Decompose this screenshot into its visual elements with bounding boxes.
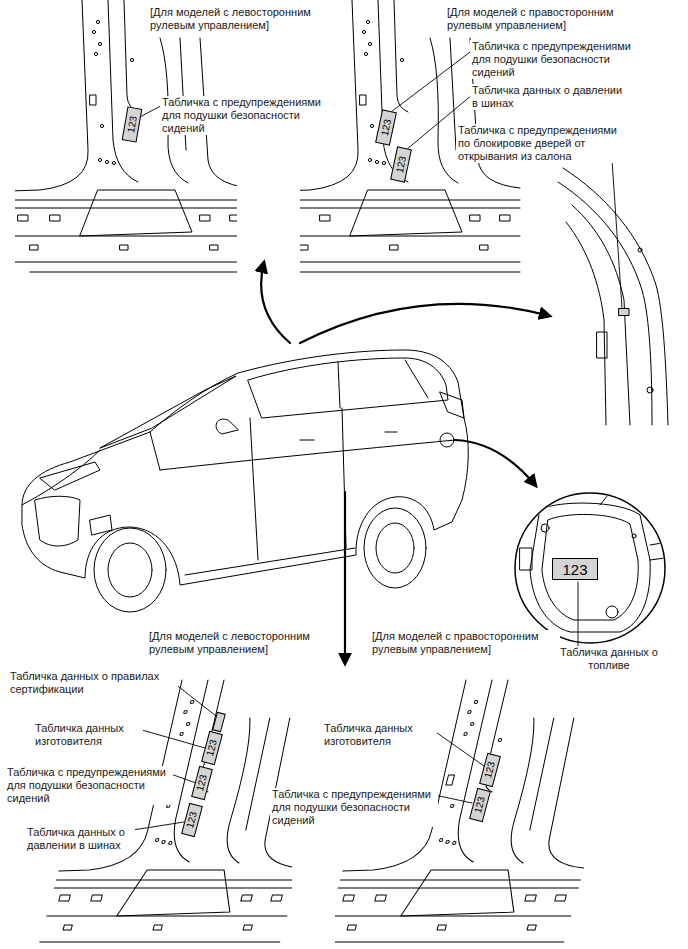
pillar-view [15,0,237,272]
door-view [597,332,607,358]
part-label: Табличка с предупреждениями для подушки … [5,766,173,805]
part-label: Табличка с предупреждениями для подушки … [470,40,638,79]
door-view [558,168,668,425]
variant-heading: [Для моделей с левосторонним рулевым упр… [147,630,332,656]
label-plate: 123 [181,803,203,838]
car [94,528,166,612]
car [185,548,355,575]
label-plate: 123 [469,788,491,823]
part-label: Табличка данных о давлении в шинах [25,826,135,852]
car [364,508,426,588]
car [216,419,238,434]
label-plate: 123 [479,753,501,788]
pointer-arrow [344,492,346,664]
part-label: Табличка с предупреждениями для подушки … [270,788,438,827]
car [250,418,258,560]
part-label: Табличка с предупреждениями по блокировк… [456,124,622,163]
fuel-door-view [606,606,618,618]
car [100,376,236,448]
label-plate: 123 [552,558,598,580]
variant-heading: [Для моделей с правосторонним рулевым уп… [445,6,635,32]
door-view [647,387,653,393]
variant-heading: [Для моделей с правосторонним рулевым уп… [370,630,560,656]
plate-number: 123 [483,761,497,780]
fuel-door-view [515,490,680,643]
car [150,432,160,470]
label-plate: 123 [201,731,223,766]
fuel-door-view [530,503,650,632]
door-view [566,222,606,425]
car [40,462,100,490]
plate-number: 123 [473,796,487,815]
part-label: Табличка данных о правилах сертификации [8,670,178,696]
plate-number: 123 [205,739,219,758]
pointer-arrow [261,262,550,664]
leader-line [578,582,579,650]
pillar-view [37,680,292,949]
door-view [638,248,642,252]
car [22,350,468,612]
car [338,362,340,408]
leader-line [135,728,205,748]
label-plate: 123 [375,109,397,145]
label-plate: 123 [191,766,213,801]
car [22,350,468,585]
car [405,360,428,398]
part-label: Табличка данных изготовителя [33,722,143,748]
fuel-door-view [520,548,532,570]
pointer-arrow [261,262,290,343]
part-label: Табличка данных изготовителя [322,722,437,748]
plate-number: 123 [562,562,587,577]
fuel-door-view [541,524,549,532]
leader-line [120,46,622,832]
part-label: Табличка данных о давлении в шинах [470,84,628,110]
fuel-door-view [520,490,680,632]
leader-line [430,728,484,766]
door-view [558,182,652,425]
fuel-door-view [542,514,638,620]
car [35,496,80,546]
fuel-door-view [650,556,680,560]
car [440,433,454,447]
pillar-view [37,680,292,949]
plate [619,309,629,316]
fuel-door-view [515,493,665,643]
label-plate: 123 [122,106,143,142]
variant-heading: [Для моделей с левосторонним рулевым упр… [148,6,333,32]
fuel-door-view [600,490,612,505]
fuel-door-view [632,534,636,538]
car [440,392,464,418]
car [108,543,152,597]
car [160,440,455,470]
plate-number: 123 [185,811,199,830]
fuel-door-view [650,540,680,545]
pillar-view [15,0,237,272]
car [376,523,414,573]
part-label: Табличка данных о топливе [548,646,670,672]
plate-number: 123 [195,774,209,793]
pointer-arrow [455,440,536,486]
plate-number: 123 [379,118,392,136]
car [300,440,314,441]
car [385,432,397,433]
plate-number: 123 [394,155,407,173]
part-label: Табличка с предупреждениями для подушки … [160,96,328,135]
pointer-arrow [300,304,550,343]
plate-number: 123 [126,115,139,133]
label-plate: 123 [390,146,412,182]
door-view [572,205,630,425]
leader-line [391,46,478,112]
car [90,515,112,535]
car [248,358,448,418]
